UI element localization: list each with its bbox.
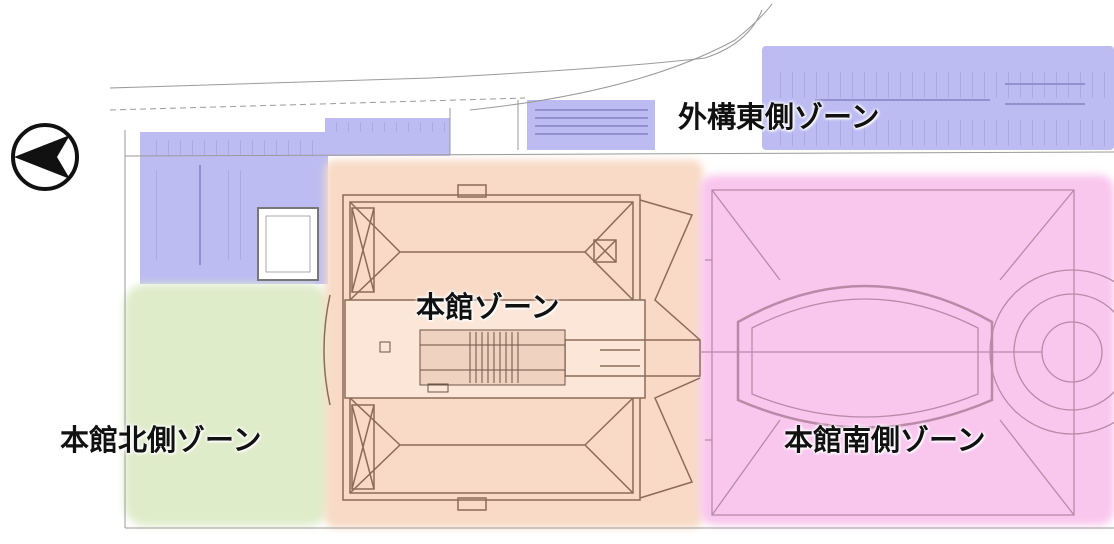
road-lines [109,3,1114,529]
zone-label-north: 本館北側ゾーン [60,423,262,457]
zone-label-south: 本館南側ゾーン [784,423,986,457]
north-arrow-icon [11,123,79,191]
zone-label-main: 本館ゾーン [416,290,560,324]
zone-north-area [124,284,330,526]
south-plaza [700,189,1114,516]
central-stairs [379,329,566,393]
zone-label-east-exterior: 外構東側ゾーン [678,100,880,134]
utility-box [257,207,319,281]
zone-south-area [700,175,1114,525]
parking-stalls [150,72,1110,265]
